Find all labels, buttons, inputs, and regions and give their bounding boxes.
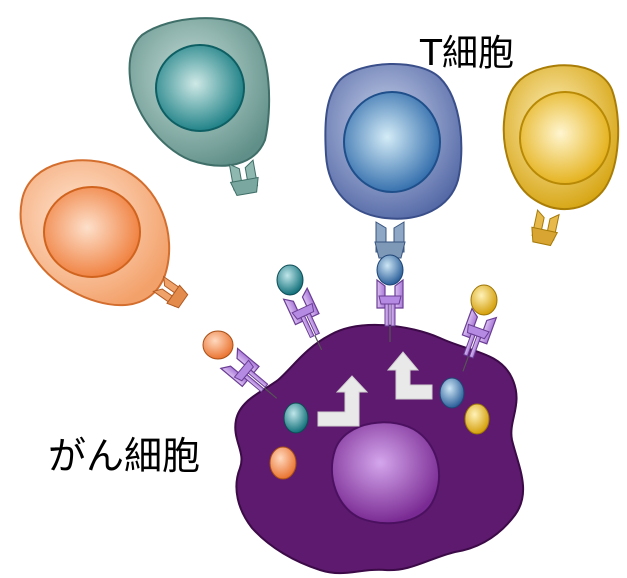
internal-antigen-orange bbox=[270, 447, 296, 479]
presented-antigen-gold bbox=[471, 285, 497, 315]
internal-antigen-blue bbox=[440, 378, 464, 408]
t-cell-orange bbox=[21, 160, 190, 310]
t-cell-blue bbox=[325, 64, 461, 258]
cancer-cell bbox=[235, 325, 523, 573]
cancer-cell-nucleus bbox=[332, 422, 439, 523]
tcr-receptor-teal-icon bbox=[227, 160, 260, 196]
internal-antigen-teal bbox=[284, 403, 308, 433]
presented-antigen-blue bbox=[377, 255, 403, 285]
presented-antigen-teal bbox=[277, 265, 303, 295]
t-cell-gold-nucleus bbox=[520, 92, 610, 184]
cancer-cell-label: がん細胞 bbox=[48, 425, 200, 480]
tcr-receptor-gold-icon bbox=[529, 210, 561, 247]
t-cell-teal bbox=[130, 18, 270, 196]
t-cell-orange-nucleus bbox=[44, 187, 140, 277]
t-cell-blue-nucleus bbox=[344, 92, 440, 192]
internal-antigen-gold bbox=[465, 404, 489, 434]
t-cell-label: T細胞 bbox=[420, 24, 514, 76]
tcr-receptor-blue-icon bbox=[375, 222, 405, 258]
presented-antigen-orange bbox=[203, 331, 233, 359]
t-cell-gold bbox=[504, 65, 618, 246]
t-cell-teal-nucleus bbox=[156, 45, 244, 131]
